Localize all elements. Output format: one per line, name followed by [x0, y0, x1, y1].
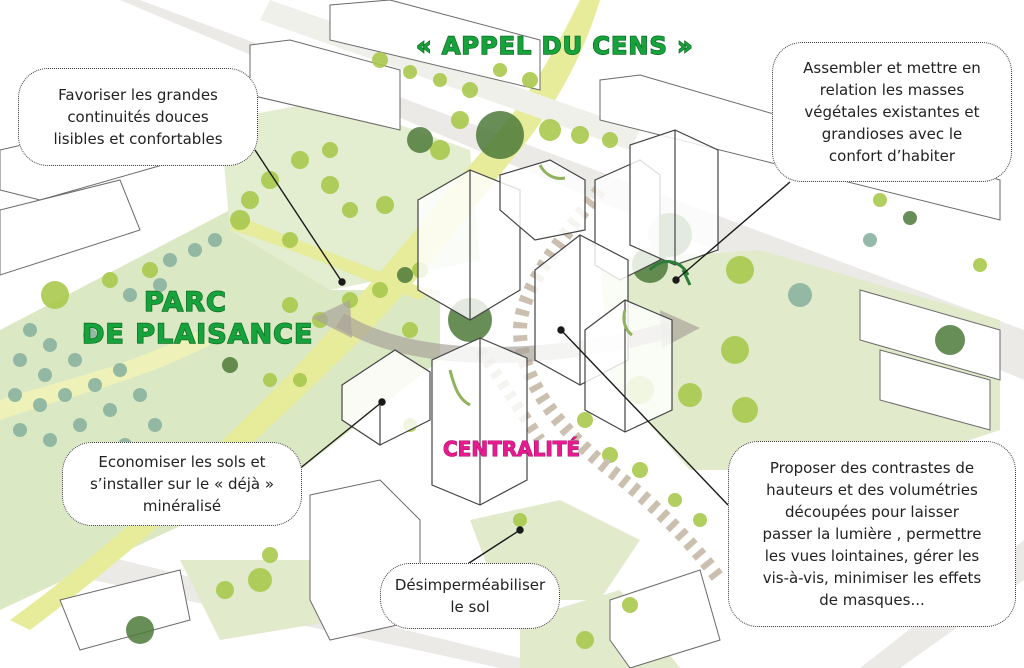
title-parc-line1: PARC: [143, 286, 227, 318]
callout-continuites: Favoriser les grandes continuités douces…: [18, 68, 258, 166]
title-centralite: CENTRALITÉ: [442, 437, 581, 462]
title-parc-line2: DE PLAISANCE: [81, 318, 314, 350]
callout-economiser-sols: Economiser les sols et s’installer sur l…: [62, 442, 302, 526]
title-appel-du-cens: « APPEL DU CENS »: [415, 31, 694, 60]
callout-desimpermeabiliser: Désimperméabiliser le sol: [380, 563, 560, 629]
proposed-buildings: [341, 129, 719, 506]
callout-contrastes: Proposer des contrastes de hauteurs et d…: [728, 441, 1016, 627]
leader-lines: [254, 149, 791, 566]
callout-masses-vegetales: Assembler et mettre en relation les mass…: [772, 42, 1012, 182]
